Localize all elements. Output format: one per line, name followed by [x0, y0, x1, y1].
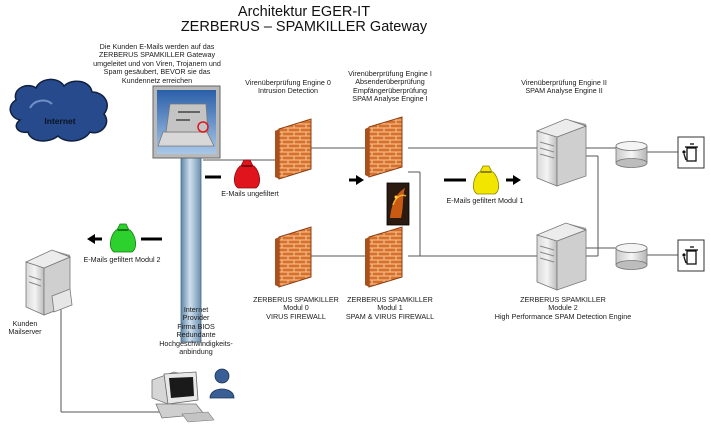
customer-mailserver-icon [24, 249, 73, 316]
trash-bin-icon [677, 239, 705, 272]
mail-bag-unfiltered-icon [234, 159, 260, 189]
title-line-2: ZERBERUS – SPAMKILLER Gateway [180, 19, 428, 35]
firewall-icon [275, 226, 312, 288]
intro-line: Spam gesäubert, BEVOR sie das [103, 67, 211, 77]
engine1-line: Empfängerüberprüfung [353, 85, 427, 95]
user-icon [209, 368, 235, 399]
engine0-label: Virenüberprüfung Engine 0 Intrusion Dete… [233, 78, 343, 96]
firewall-icon [275, 118, 312, 180]
intro-line: ZERBERUS SPAMKILLER Gateway [98, 50, 216, 60]
engine1-line: SPAM Analyse Engine I [352, 94, 428, 104]
internet-cloud-icon [9, 78, 108, 142]
module0-label: ZERBERUS SPAMKILLER Modul 0 VIRUS FIREWA… [251, 295, 341, 321]
trash-bin-icon [677, 136, 705, 169]
customer-line: Kunden [12, 319, 38, 328]
firewall-icon [365, 226, 403, 288]
workstation-icon [151, 371, 215, 423]
engine1-label: Virenüberprüfung Engine I Absenderüberpr… [335, 69, 445, 104]
database-icon [615, 141, 648, 168]
mail-bag-filtered2-icon [110, 223, 136, 253]
provider-line: Redundante [176, 330, 216, 340]
provider-line: Firma BIOS [177, 321, 215, 331]
flow-arrow-icon [87, 234, 102, 244]
engine1-line: Virenüberprüfung Engine I [348, 69, 432, 78]
intro-line: Kundennetz erreichen [121, 75, 193, 85]
cerberus-logo-icon [386, 182, 410, 226]
engine1-line: Absenderüberprüfung [355, 77, 425, 87]
module2-line: High Performance SPAM Detection Engine [494, 311, 632, 321]
flow-arrow-icon [506, 175, 521, 185]
spam-engine-server-icon [535, 222, 588, 291]
mail-bag-filtered1-icon [473, 165, 499, 195]
provider-line: Internet [183, 305, 209, 314]
engine2-line: SPAM Analyse Engine II [525, 86, 603, 96]
intro-line: Die Kunden E-Mails werden auf das [99, 42, 215, 51]
firewall-icon [365, 116, 403, 178]
engine2-label: Virenüberprüfung Engine II SPAM Analyse … [509, 78, 619, 96]
module2-line: ZERBERUS SPAMKILLER [520, 295, 606, 304]
module0-line: Modul 0 [283, 303, 309, 313]
engine2-line: Virenüberprüfung Engine II [521, 78, 607, 87]
customer-line: Mailserver [8, 327, 42, 337]
customer-mailserver-label: Kunden Mailserver [2, 319, 48, 337]
title-line-1: Architektur EGER-IT [237, 4, 371, 20]
module0-line: ZERBERUS SPAMKILLER [253, 295, 339, 304]
filtered2-label: E-Mails gefiltert Modul 2 [83, 255, 161, 264]
module1-line: SPAM & VIRUS FIREWALL [345, 311, 435, 321]
unfiltered-label: E-Mails ungefiltert [221, 189, 279, 198]
module1-line: ZERBERUS SPAMKILLER [347, 295, 433, 304]
module1-label: ZERBERUS SPAMKILLER Modul 1 SPAM & VIRUS… [340, 295, 440, 321]
provider-label: Internet Provider Firma BIOS Redundante … [151, 305, 241, 357]
intro-text: Die Kunden E-Mails werden auf das ZERBER… [82, 42, 232, 85]
module2-label: ZERBERUS SPAMKILLER Module 2 High Perfor… [488, 295, 638, 321]
provider-line: anbindung [179, 347, 213, 357]
internet-label: Internet [44, 116, 76, 126]
engine0-line: Intrusion Detection [258, 86, 318, 96]
connection-lines [60, 147, 678, 413]
intro-line: umgeleitet und von Viren, Trojanern und [93, 58, 221, 68]
flow-arrow-icon [349, 175, 364, 185]
provider-line: Hochgeschwindigkeits- [159, 338, 233, 348]
module0-line: VIRUS FIREWALL [266, 311, 326, 321]
filtered1-label: E-Mails gefiltert Modul 1 [446, 196, 524, 205]
provider-line: Provider [182, 313, 210, 323]
engine0-line: Virenüberprüfung Engine 0 [245, 78, 331, 87]
module2-line: Module 2 [548, 303, 578, 313]
module1-line: Modul 1 [377, 303, 403, 313]
gateway-billboard-icon [152, 85, 221, 159]
database-icon [615, 243, 648, 270]
spam-engine-server-icon [535, 118, 588, 187]
